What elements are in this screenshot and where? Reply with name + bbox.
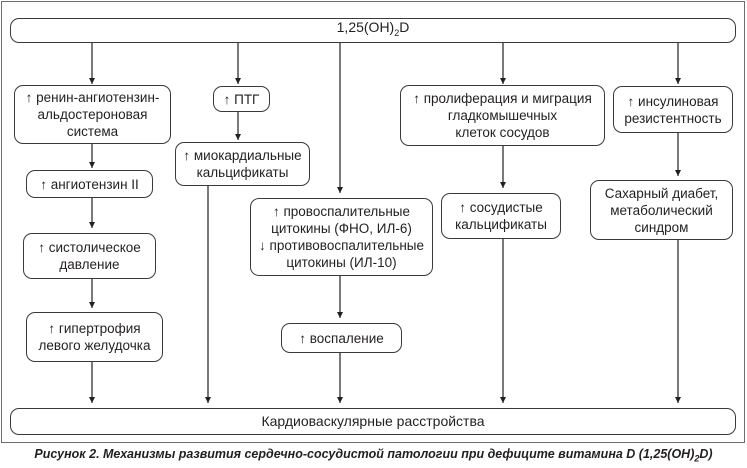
node-myocardial: ↑ миокардиальные кальцификаты (175, 142, 310, 186)
node-diabetes: Сахарный диабет, метаболический синдром (590, 180, 733, 240)
figure-caption: Рисунок 2. Механизмы развития сердечно-с… (0, 447, 747, 464)
node-ptg: ↑ ПТГ (213, 86, 270, 112)
caption-text: Рисунок 2. Механизмы развития сердечно-с… (34, 447, 695, 461)
top-node-label: 1,25(OH) (336, 19, 395, 36)
node-hypertrophy: ↑ гипертрофия левого желудочка (26, 312, 163, 362)
diagram-frame (1, 1, 745, 443)
top-node-subscript: 2 (394, 27, 400, 38)
node-renin: ↑ ренин-ангиотензин- альдостероновая сис… (14, 85, 171, 144)
node-insulin: ↑ инсулиновая резистентность (613, 86, 733, 133)
top-node-label-end: D (399, 19, 410, 36)
node-vascular: ↑ сосудистые кальцификаты (441, 193, 561, 239)
caption-subscript: 2 (694, 453, 700, 464)
node-proliferation: ↑ пролиферация и миграция гладкомышечных… (400, 85, 605, 146)
node-cytokines: ↑ провоспалительные цитокины (ФНО, ИЛ-6)… (250, 198, 433, 276)
bottom-node-cardiovascular: Кардиоваскулярные расстройства (10, 408, 736, 435)
node-inflammation: ↑ воспаление (281, 323, 402, 353)
node-systolic: ↑ систолическое давление (23, 233, 156, 279)
top-node-vitamin-d: 1,25(OH)2D (10, 18, 736, 43)
caption-text-end: D) (699, 447, 713, 461)
node-angiotensin: ↑ ангиотензин II (26, 170, 153, 198)
